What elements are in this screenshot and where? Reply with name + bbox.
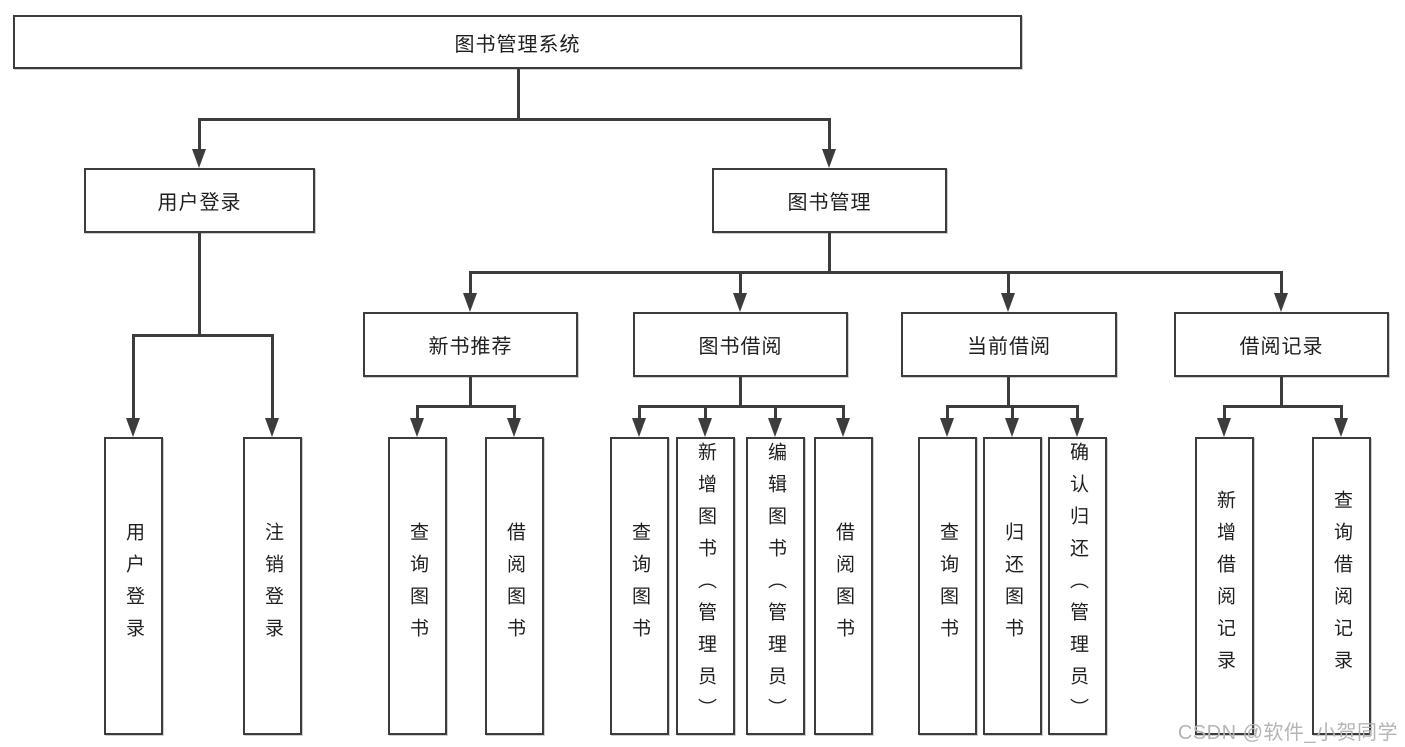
leaf-label: 借阅图书 [833,522,854,650]
arrow-down-icon [410,418,424,437]
arrow-down-icon [1334,418,1348,437]
leaf-label: 查询图书 [629,522,650,650]
node-label: 新书推荐 [428,336,513,358]
node-label: 当前借阅 [967,336,1051,358]
arrow-down-icon [126,418,140,437]
connector-line [132,335,135,421]
connector-line [1223,404,1343,408]
connector-line [1011,406,1014,421]
watermark: CSDN @软件_小贺同学 [1177,722,1398,744]
connector-line [513,406,516,421]
leaf-label: 借阅图书 [504,522,525,650]
connector-line [1076,406,1079,421]
arrow-down-icon [1070,418,1084,437]
node-book-borrow: 图书借阅 [633,312,848,377]
connector-line [738,377,742,406]
connector-line [1007,272,1010,296]
leaf-logout: 注销登录 [243,437,302,735]
leaf-query-books-recommend: 查询图书 [388,437,447,735]
arrow-down-icon [191,149,206,168]
leaf-borrow-books: 借阅图书 [814,437,873,735]
connector-line [1223,406,1226,421]
leaf-label: 新增图书（管理员） [695,442,716,730]
leaf-add-books-admin: 新增图书（管理员） [676,437,735,735]
connector-line [1279,272,1283,296]
node-label: 借阅记录 [1239,336,1324,358]
leaf-user-login: 用户登录 [104,437,163,735]
node-library-management-system: 图书管理系统 [13,15,1022,69]
arrow-down-icon [821,149,836,168]
connector-line [468,377,472,406]
leaf-label: 归还图书 [1002,522,1023,650]
connector-line [197,233,201,335]
connector-line [946,406,949,421]
leaf-query-borrow-record: 查询借阅记录 [1312,437,1371,735]
node-user-login: 用户登录 [84,168,315,233]
connector-line [1007,377,1010,406]
arrow-down-icon [1005,418,1019,437]
connector-line [132,333,274,337]
connector-line [638,404,845,408]
node-borrow-records: 借阅记录 [1174,312,1389,377]
arrow-down-icon [507,418,521,437]
node-book-management: 图书管理 [712,168,947,233]
connector-line [1340,406,1343,421]
connector-line [638,406,641,421]
leaf-borrow-books-recommend: 借阅图书 [485,437,544,735]
leaf-label: 编辑图书（管理员） [765,442,786,730]
connector-line [197,117,831,121]
connector-line [704,406,707,421]
connector-line [416,404,516,408]
arrow-down-icon [836,418,850,437]
leaf-query-books-borrow: 查询图书 [610,437,669,735]
node-label: 图书借阅 [698,336,783,358]
leaf-query-books-current: 查询图书 [918,437,977,735]
arrow-down-icon [1001,293,1015,312]
arrow-down-icon [1217,418,1231,437]
leaf-edit-books-admin: 编辑图书（管理员） [746,437,805,735]
connector-line [738,272,742,296]
connector-line [827,233,831,272]
connector-line [842,406,845,421]
arrow-down-icon [1273,293,1288,312]
connector-line [1279,377,1283,406]
connector-line [774,406,777,421]
leaf-confirm-return-admin: 确认归还（管理员） [1048,437,1107,735]
connector-line [468,272,472,296]
node-current-borrow: 当前借阅 [901,312,1117,377]
node-label: 图书管理系统 [454,33,581,56]
arrow-down-icon [632,418,646,437]
connector-line [516,69,520,119]
connector-line [416,406,419,421]
connector-line [271,335,274,421]
leaf-label: 确认归还（管理员） [1067,442,1088,730]
leaf-return-books: 归还图书 [983,437,1042,735]
connector-line [827,119,831,152]
connector-line [468,270,1283,274]
arrow-down-icon [732,293,747,312]
node-label: 用户登录 [157,192,242,214]
leaf-label: 查询图书 [407,522,428,650]
leaf-label: 注销登录 [262,522,283,650]
arrow-down-icon [265,418,279,437]
arrow-down-icon [462,293,477,312]
node-label: 图书管理 [787,192,872,214]
leaf-add-borrow-record: 新增借阅记录 [1195,437,1254,735]
node-new-book-recommend: 新书推荐 [363,312,578,377]
leaf-label: 用户登录 [123,522,144,650]
arrow-down-icon [768,418,782,437]
leaf-label: 查询借阅记录 [1331,490,1352,682]
leaf-label: 新增借阅记录 [1214,490,1235,682]
leaf-label: 查询图书 [937,522,958,650]
arrow-down-icon [698,418,712,437]
arrow-down-icon [940,418,954,437]
connector-line [197,119,201,152]
